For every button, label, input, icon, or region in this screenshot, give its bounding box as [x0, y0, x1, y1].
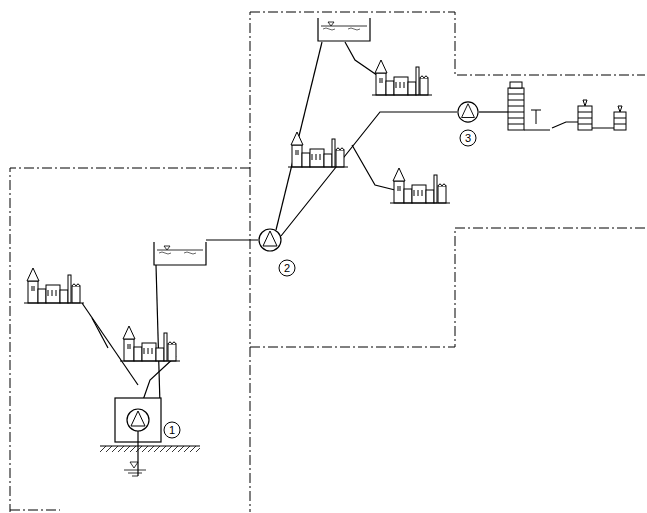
- zone-boundary: [10, 12, 645, 512]
- callout-number: 1: [165, 423, 179, 437]
- pipe: [82, 42, 578, 405]
- reservoir: [318, 18, 370, 41]
- callout-number: 3: [461, 131, 475, 145]
- building: [120, 326, 180, 361]
- tall-buildings: [508, 82, 626, 130]
- building: [390, 168, 450, 203]
- building: [372, 60, 432, 95]
- pump-symbol: [259, 229, 281, 251]
- building: [288, 132, 348, 167]
- callout-number: 2: [280, 261, 294, 275]
- reservoir: [154, 242, 206, 265]
- pump-station: [100, 398, 200, 476]
- building: [24, 268, 84, 303]
- callout-circle: [164, 130, 476, 438]
- pump-symbol: [458, 102, 478, 122]
